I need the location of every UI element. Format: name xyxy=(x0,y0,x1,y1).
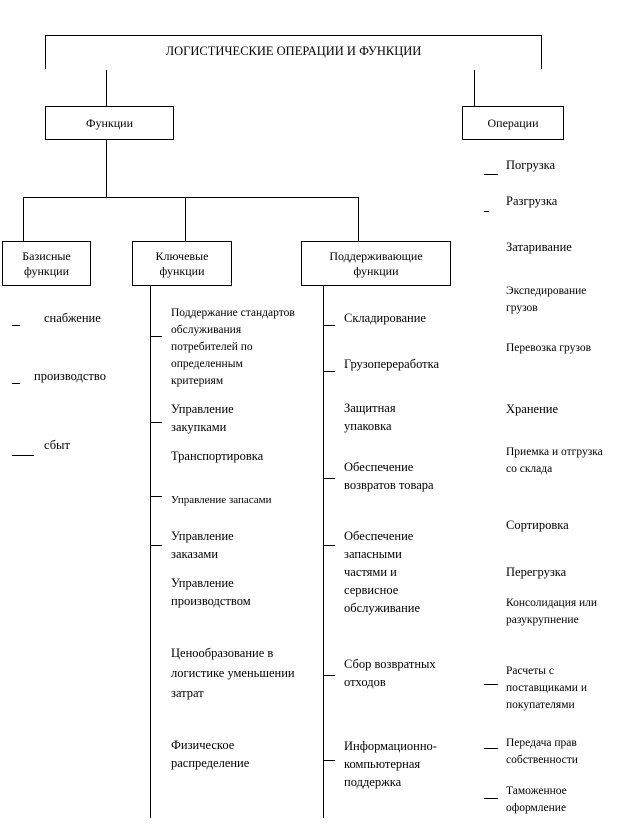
operations-tick xyxy=(484,684,498,685)
support-tick xyxy=(323,478,335,479)
title-bracket-top xyxy=(45,35,542,36)
connector-title-operations xyxy=(474,70,475,106)
key-vertical-line xyxy=(150,286,151,818)
operations-box: Операции xyxy=(462,106,564,140)
key-item: Транспортировка xyxy=(171,449,264,463)
operation-item: Экспедирование грузов xyxy=(506,285,587,314)
support-tick xyxy=(323,325,335,326)
operation-item: Перевозка грузов xyxy=(506,342,592,354)
key-functions-box: Ключевые функции xyxy=(132,241,232,286)
key-tick xyxy=(150,422,162,423)
operation-item: Сортировка xyxy=(506,518,569,532)
operation-item: Погрузка xyxy=(506,158,556,172)
support-item: Защитная упаковка xyxy=(344,401,396,433)
support-tick xyxy=(323,760,335,761)
operation-item: Разгрузка xyxy=(506,194,558,208)
key-item: Поддержание стандартов обслуживания потр… xyxy=(171,307,295,387)
operation-item: Таможенное оформление xyxy=(506,785,567,814)
support-tick xyxy=(323,545,335,546)
diagram-title: ЛОГИСТИЧЕСКИЕ ОПЕРАЦИИ И ФУНКЦИИ xyxy=(165,44,422,58)
operation-item: Затаривание xyxy=(506,240,572,254)
key-item: Управление заказами xyxy=(171,529,234,561)
basic-tick xyxy=(12,455,34,456)
support-tick xyxy=(323,675,335,676)
key-item: Управление закупками xyxy=(171,402,234,434)
key-tick xyxy=(150,496,162,497)
operation-item: Приемка и отгрузка со склада xyxy=(506,446,603,475)
operations-tick xyxy=(484,211,489,212)
operations-tick xyxy=(484,174,498,175)
key-item: Управление запасами xyxy=(171,494,272,506)
connector-title-functions xyxy=(106,70,107,106)
operation-item: Хранение xyxy=(506,402,558,416)
key-tick xyxy=(150,336,162,337)
title-bracket-right xyxy=(541,35,542,69)
title-bracket-left xyxy=(45,35,46,69)
operation-item: Передача прав собственности xyxy=(506,737,578,766)
support-item: Сбор возвратных отходов xyxy=(344,657,436,689)
connector-functions-horizontal xyxy=(23,197,359,198)
key-tick xyxy=(150,545,162,546)
key-item: Управление производством xyxy=(171,576,251,608)
support-item: Обеспечение возвратов товара xyxy=(344,460,434,492)
operations-tick xyxy=(484,748,498,749)
support-item: Обеспечение запасными частями и сервисно… xyxy=(344,529,421,615)
operations-tick xyxy=(484,798,498,799)
basic-item: сбыт xyxy=(44,438,70,452)
operation-item: Перегрузка xyxy=(506,565,567,579)
basic-item: производство xyxy=(34,369,106,383)
support-item: Информационно-компьютерная поддержка xyxy=(344,739,437,789)
basic-item: снабжение xyxy=(44,311,101,325)
basic-tick xyxy=(12,383,20,384)
operation-item: Расчеты с поставщиками и покупателями xyxy=(506,665,587,711)
connector-basic-drop xyxy=(23,197,24,241)
connector-functions-down xyxy=(106,140,107,197)
operation-item: Консолидация или разукрупнение xyxy=(506,597,598,626)
key-item: Ценообразование в логистике уменьшении з… xyxy=(171,646,295,700)
support-tick xyxy=(323,371,335,372)
connector-key-drop xyxy=(185,197,186,241)
functions-box: Функции xyxy=(45,106,174,140)
key-item: Физическое распределение xyxy=(171,738,250,770)
support-vertical-line xyxy=(323,286,324,818)
support-functions-box: Поддерживающие функции xyxy=(301,241,451,286)
basic-tick xyxy=(12,325,20,326)
basic-functions-box: Базисные функции xyxy=(2,241,91,286)
connector-support-drop xyxy=(358,197,359,241)
support-item: Складирование xyxy=(344,311,426,325)
support-item: Грузопереработка xyxy=(344,357,440,371)
